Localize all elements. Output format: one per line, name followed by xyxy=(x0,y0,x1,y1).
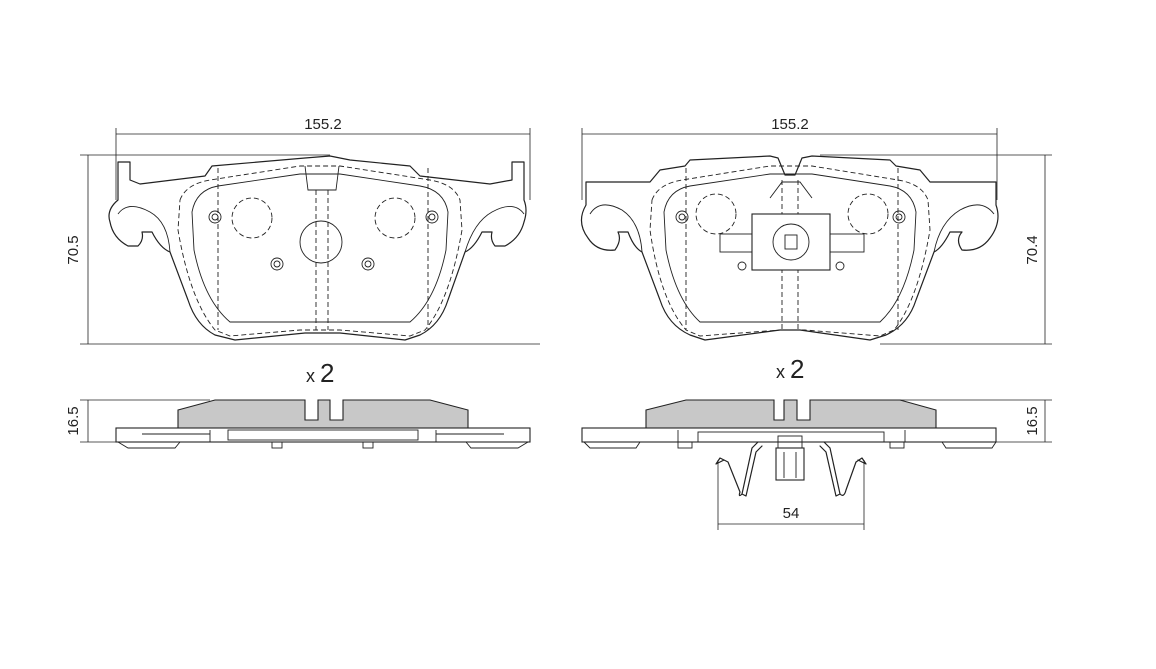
right-width-dimension: 155.2 xyxy=(581,116,998,200)
right-width-label: 155.2 xyxy=(771,116,809,133)
left-width-label: 155.2 xyxy=(304,116,342,133)
right-pad-side-view xyxy=(581,399,997,497)
left-pad-side-view xyxy=(115,399,531,449)
left-height-dimension: 70.5 xyxy=(65,154,540,345)
right-quantity-prefix: x xyxy=(776,362,785,382)
left-thickness-label: 16.5 xyxy=(65,406,82,435)
right-height-label: 70.4 xyxy=(1024,235,1041,264)
right-thickness-label: 16.5 xyxy=(1024,406,1041,435)
clip-width-dimension: 54 xyxy=(717,460,865,530)
svg-text:x 2: x 2 xyxy=(776,354,804,384)
left-quantity: x 2 xyxy=(306,358,334,388)
svg-text:x 2: x 2 xyxy=(306,358,334,388)
right-quantity: x 2 xyxy=(776,354,804,384)
left-quantity-prefix: x xyxy=(306,366,315,386)
left-quantity-value: 2 xyxy=(320,358,334,388)
right-pad-front-view xyxy=(580,155,999,341)
left-width-dimension: 155.2 xyxy=(115,116,531,200)
right-thickness-dimension: 16.5 xyxy=(900,399,1052,443)
left-height-label: 70.5 xyxy=(65,235,82,264)
left-thickness-dimension: 16.5 xyxy=(65,399,210,443)
left-pad-front-view xyxy=(108,155,527,341)
right-height-dimension: 70.4 xyxy=(820,154,1052,345)
clip-width-label: 54 xyxy=(783,505,800,522)
right-quantity-value: 2 xyxy=(790,354,804,384)
